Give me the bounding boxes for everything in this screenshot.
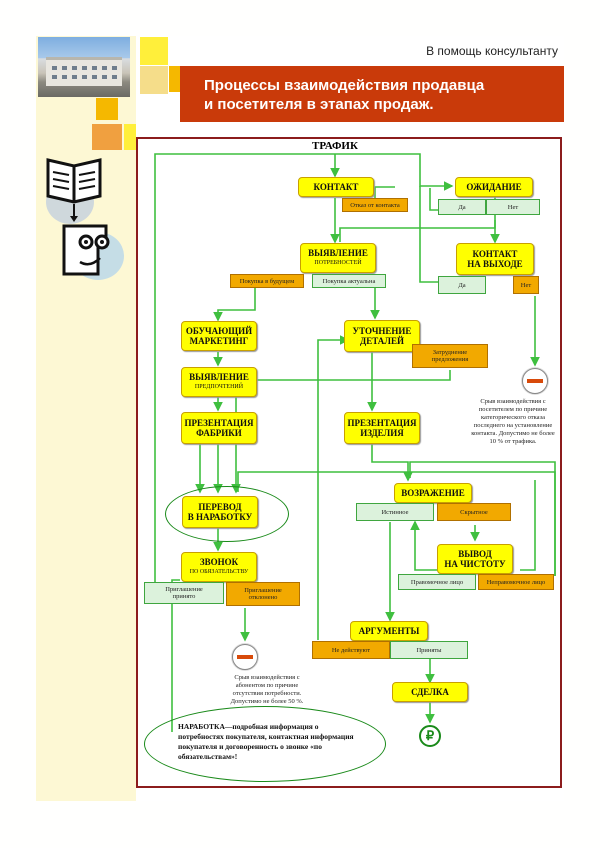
- note-right: Срыв взаимодействия с посетителем по при…: [471, 398, 555, 445]
- node-ozhidanie: ОЖИДАНИЕ: [455, 177, 533, 197]
- node-kontakt: КОНТАКТ: [298, 177, 374, 197]
- title-line-1: Процессы взаимодействия продавца: [204, 77, 485, 94]
- label-pokupka-aktualna: Покупка актуальна: [312, 274, 386, 288]
- note-left: Срыв взаимодействия с абонентом по причи…: [230, 674, 304, 705]
- decor-square: [140, 37, 168, 65]
- label-prinyaty: Приняты: [390, 641, 468, 659]
- highlight-oval: [165, 486, 289, 542]
- book-person-icon: [46, 158, 124, 280]
- label-kontakt-na-vyhode-da: Да: [438, 276, 486, 294]
- label-ozhidanie-da: Да: [438, 199, 486, 215]
- narabotka-text: —подробная информация о потребностях пок…: [178, 722, 354, 761]
- decor-square: [124, 124, 136, 150]
- label-nepravomochnoe-litso: Неправомочное лицо: [478, 574, 554, 590]
- label-ozhidanie-net: Нет: [486, 199, 540, 215]
- label-istinnoe: Истинное: [356, 503, 434, 521]
- minus-icon: [522, 368, 548, 394]
- decor-square: [140, 66, 168, 94]
- decor-square: [96, 98, 118, 120]
- narabotka-definition: НАРАБОТКА—подробная информация о потребн…: [178, 722, 360, 762]
- decor-square: [92, 124, 122, 150]
- header-label: В помощь консультанту: [426, 44, 558, 58]
- page-title: Процессы взаимодействия продавца и посет…: [204, 76, 554, 114]
- node-argumenty: АРГУМЕНТЫ: [350, 621, 428, 641]
- label-pravomochnoe-litso: Правомочное лицо: [398, 574, 476, 590]
- label-ne-deystvuyut: Не действуют: [312, 641, 390, 659]
- narabotka-oval: [144, 706, 386, 782]
- ruble-icon: ₽: [419, 725, 441, 747]
- node-sdelka: СДЕЛКА: [392, 682, 468, 702]
- title-banner: [180, 66, 564, 122]
- label-otkaz-ot-kontakta: Отказ от контакта: [342, 198, 408, 212]
- node-vozrazhenie: ВОЗРАЖЕНИЕ: [394, 483, 472, 503]
- label-kontakt-na-vyhode-net: Нет: [513, 276, 539, 294]
- label-skrytnoe: Скрытное: [437, 503, 511, 521]
- minus-icon: [232, 644, 258, 670]
- building-photo: [38, 37, 130, 97]
- title-line-2: и посетителя в этапах продаж.: [204, 96, 434, 113]
- narabotka-term: НАРАБОТКА: [178, 722, 225, 731]
- label-pokupka-v-budushchem: Покупка в будущем: [230, 274, 304, 288]
- traffic-label: ТРАФИК: [312, 140, 358, 152]
